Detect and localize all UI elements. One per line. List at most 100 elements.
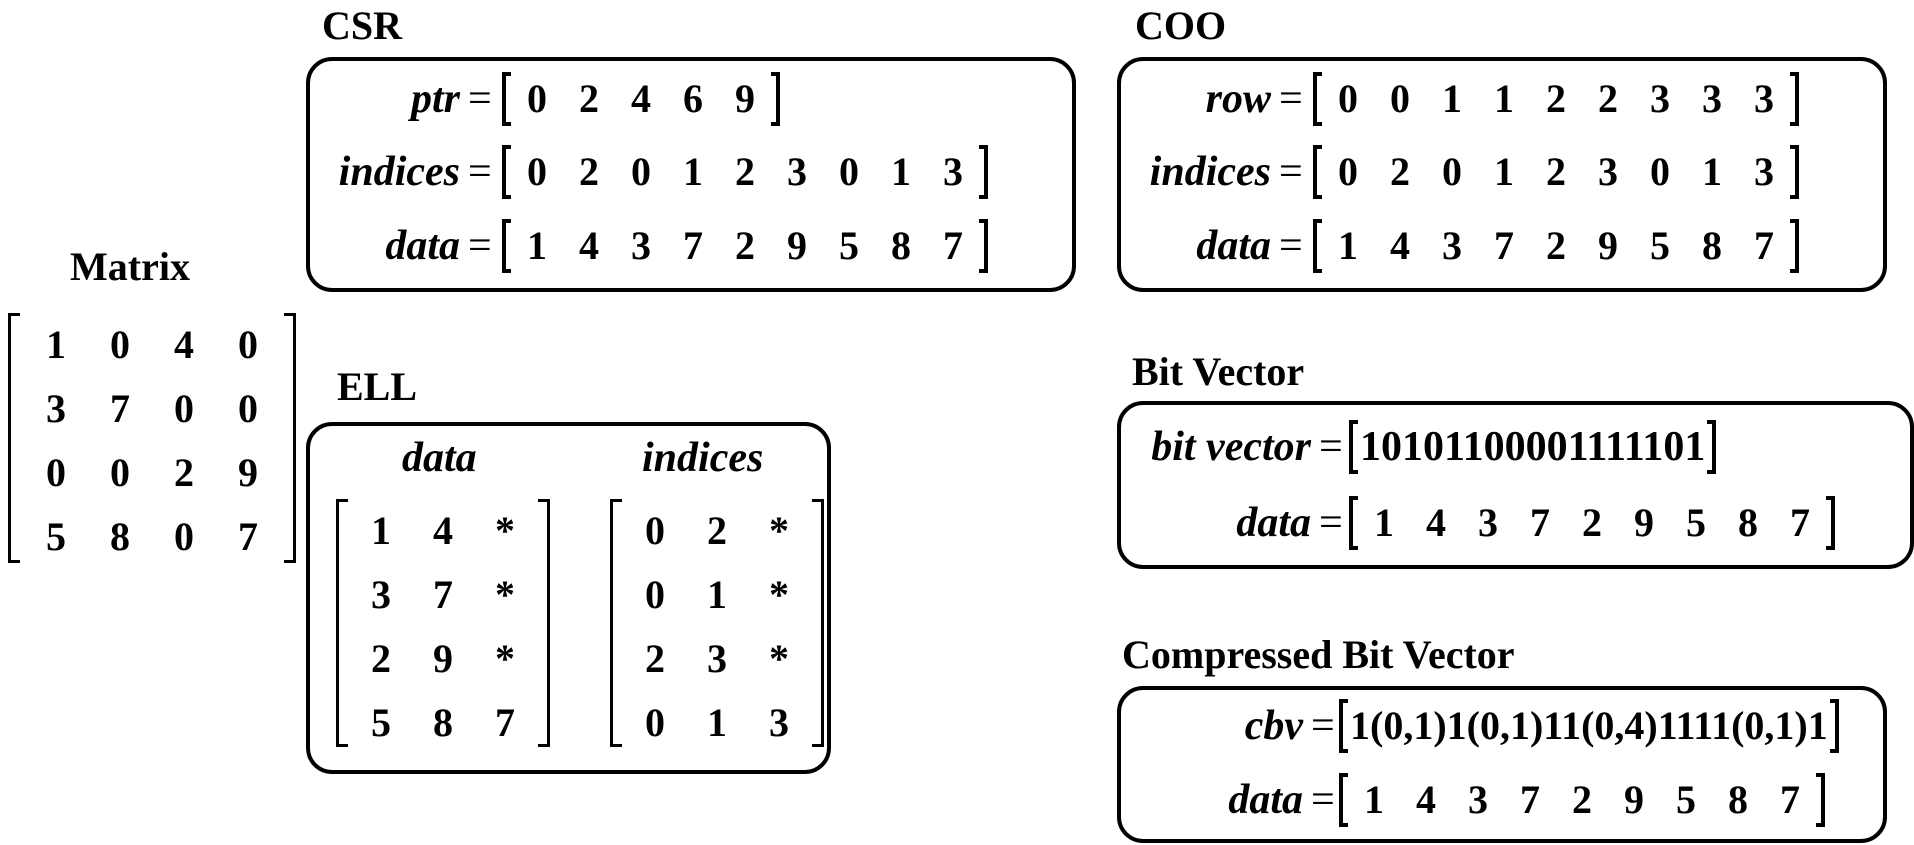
matrix-right-bracket (284, 313, 296, 563)
bitvector-bv-value: 10101100001111101 (1360, 424, 1706, 470)
cbv-data-vector-entry: 8 (1728, 777, 1748, 822)
coo-row-vector-entry: 3 (1754, 76, 1774, 121)
coo-row-vector-entry: 2 (1546, 76, 1566, 121)
matrix-cell: 0 (110, 450, 130, 495)
coo-row-vector-entry: 1 (1442, 76, 1462, 121)
coo-row-vector-entry: 3 (1650, 76, 1670, 121)
csr-title: CSR (322, 3, 403, 48)
ell-data-cell: 7 (433, 572, 453, 617)
bitvector-bv-vector: 10101100001111101 (1349, 417, 1717, 477)
coo-row-vector-entry: 1 (1494, 76, 1514, 121)
cbv-cbv-vector: 1(0,1)1(0,1)11(0,4)1111(0,1)1 (1339, 696, 1839, 756)
bitvector-bv-label: bit vector (1151, 424, 1311, 470)
csr-ptr-vector-entry: 4 (631, 76, 651, 121)
csr-indices-vector-entry: 0 (631, 149, 651, 194)
cbv-data-vector-entry: 4 (1416, 777, 1436, 822)
ell-data-cell: 9 (433, 636, 453, 681)
coo-data-vector-entry: 4 (1390, 223, 1410, 268)
ell-indices-cell: 2 (645, 636, 665, 681)
coo-data-vector-right-bracket (1790, 219, 1799, 273)
matrix-cell: 2 (174, 450, 194, 495)
bitvector-data-vector-entry: 7 (1790, 500, 1810, 545)
coo-data-vector-left-bracket (1313, 219, 1322, 273)
bitvector-data-vector-entry: 5 (1686, 500, 1706, 545)
coo-data-vector-entry: 7 (1494, 223, 1514, 268)
ell-data-cell: * (495, 572, 515, 617)
bitvector-data-vector-entry: 7 (1530, 500, 1550, 545)
ell-data-cell: 7 (495, 700, 515, 745)
csr-indices-equals: = (468, 149, 492, 195)
ell-indices-cell: * (769, 508, 789, 553)
csr-indices-vector-entry: 1 (891, 149, 911, 194)
coo-indices-vector-entry: 1 (1494, 149, 1514, 194)
csr-indices-label: indices (338, 149, 460, 195)
coo-indices-vector-entry: 2 (1390, 149, 1410, 194)
csr-ptr-vector-entry: 2 (579, 76, 599, 121)
coo-indices-vector-entry: 1 (1702, 149, 1722, 194)
cbv-cbv-row: cbv = 1(0,1)1(0,1)11(0,4)1111(0,1)1 (1121, 696, 1881, 756)
ell-title: ELL (337, 364, 418, 409)
csr-indices-vector-entry: 0 (839, 149, 859, 194)
csr-indices-vector-entry: 0 (527, 149, 547, 194)
csr-ptr-vector-left-bracket (502, 72, 511, 126)
cbv-data-equals: = (1311, 777, 1335, 823)
csr-data-label: data (385, 223, 460, 269)
csr-data-equals: = (468, 223, 492, 269)
bitvector-data-label: data (1236, 500, 1311, 546)
matrix-cell: 3 (46, 386, 66, 431)
ell-indices-left-bracket (610, 499, 622, 747)
matrix-cell: 5 (46, 514, 66, 559)
coo-row-vector-left-bracket (1313, 72, 1322, 126)
coo-row-equals: = (1279, 76, 1303, 122)
coo-indices-vector-entry: 3 (1754, 149, 1774, 194)
cbv-data-vector-left-bracket (1339, 773, 1348, 827)
csr-data-vector-entry: 2 (735, 223, 755, 268)
cbv-data-vector-entry: 9 (1624, 777, 1644, 822)
coo-data-vector-entry: 7 (1754, 223, 1774, 268)
csr-indices-vector-entry: 3 (943, 149, 963, 194)
csr-indices-vector-left-bracket (502, 145, 511, 199)
bitvector-bv-left-bracket (1349, 420, 1358, 474)
coo-data-vector-entry: 1 (1338, 223, 1358, 268)
csr-data-vector-entry: 4 (579, 223, 599, 268)
ell-data-cell: * (495, 636, 515, 681)
bitvector-bv-row: bit vector = 10101100001111101 (1121, 417, 1911, 477)
ell-indices-cell: 1 (707, 700, 727, 745)
csr-indices-vector-entry: 3 (787, 149, 807, 194)
csr-ptr-vector-entry: 9 (735, 76, 755, 121)
bitvector-data-vector-entry: 3 (1478, 500, 1498, 545)
cbv-cbv-value: 1(0,1)1(0,1)11(0,4)1111(0,1)1 (1350, 703, 1828, 748)
ell-data-label: data (402, 435, 477, 481)
ell-data-cell: 8 (433, 700, 453, 745)
csr-data-vector-right-bracket (979, 219, 988, 273)
cbv-data-vector-entry: 1 (1364, 777, 1384, 822)
csr-indices-vector-entry: 1 (683, 149, 703, 194)
cbv-title: Compressed Bit Vector (1122, 632, 1515, 677)
coo-row-vector-entry: 0 (1338, 76, 1358, 121)
csr-indices-vector-entry: 2 (579, 149, 599, 194)
coo-indices-vector-left-bracket (1313, 145, 1322, 199)
coo-data-vector-entry: 9 (1598, 223, 1618, 268)
matrix-cell: 0 (110, 322, 130, 367)
ell-indices-cell: 0 (645, 700, 665, 745)
ell-indices-cell: 2 (707, 508, 727, 553)
cbv-box: cbv = 1(0,1)1(0,1)11(0,4)1111(0,1)1 data… (1117, 686, 1887, 843)
coo-indices-label: indices (1149, 149, 1271, 195)
cbv-cbv-left-bracket (1339, 699, 1348, 753)
ell-data-cell: 3 (371, 572, 391, 617)
csr-ptr-vector-entry: 6 (683, 76, 703, 121)
coo-row-vector-entry: 3 (1702, 76, 1722, 121)
ell-indices-label: indices (642, 435, 764, 481)
